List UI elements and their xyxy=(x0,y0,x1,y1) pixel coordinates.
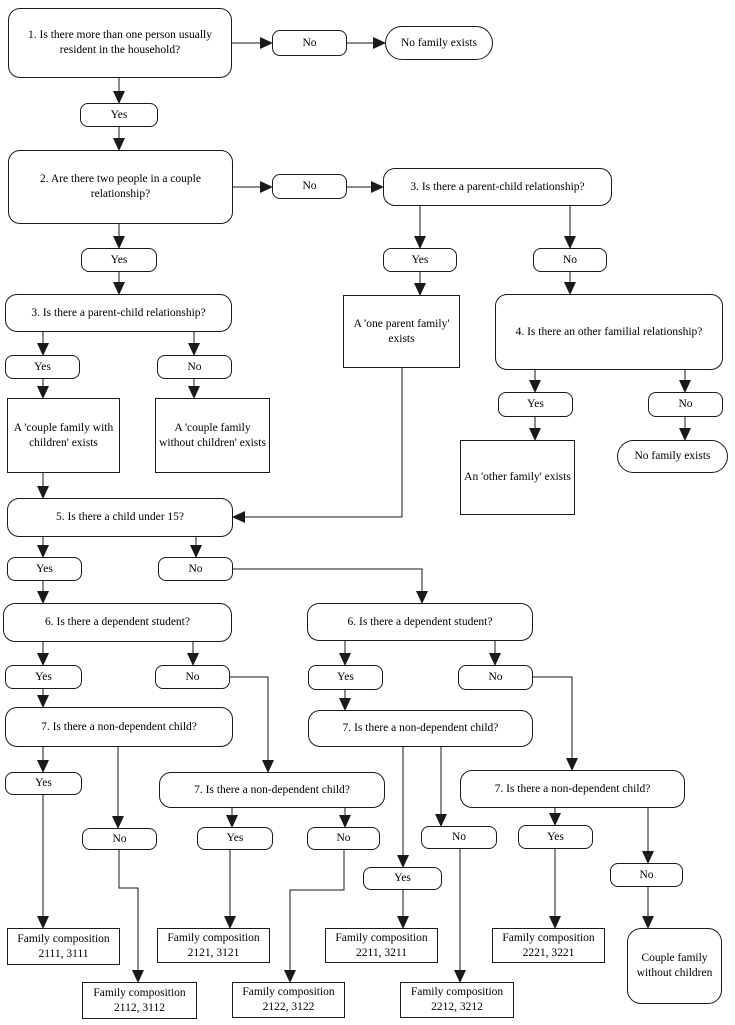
connector-no-fc2122 xyxy=(284,850,345,983)
yes-label-q7-b: Yes xyxy=(197,827,273,850)
yes-label-q7-c: Yes xyxy=(363,867,442,890)
no-label-q7-a: No xyxy=(82,828,157,850)
question-3-right-box: 3. Is there a parent-child relationship? xyxy=(383,168,612,206)
no-label-q3-right: No xyxy=(533,248,607,272)
one-parent-family-box: A 'one parent family' exists xyxy=(343,295,460,368)
no-label-q7-d: No xyxy=(610,863,683,887)
question-2-box: 2. Are there two people in a couple rela… xyxy=(8,150,233,224)
no-label-q2: No xyxy=(272,174,347,199)
question-6-left-box: 6. Is there a dependent student? xyxy=(3,603,232,642)
no-label-q4: No xyxy=(648,392,723,417)
no-family-exists-top: No family exists xyxy=(385,26,493,60)
yes-label-q7-a: Yes xyxy=(5,772,82,795)
family-composition-2121-box: Family composition 2121, 3121 xyxy=(157,928,270,963)
question-1-box: 1. Is there more than one person usually… xyxy=(8,8,232,78)
no-family-exists-right: No family exists xyxy=(617,440,728,473)
yes-label-q6-left: Yes xyxy=(5,665,82,689)
question-7-a-box: 7. Is there a non-dependent child? xyxy=(5,707,233,747)
connector-no-fc2112 xyxy=(118,850,144,983)
family-composition-2111-box: Family composition 2111, 3111 xyxy=(7,928,120,965)
question-7-b-box: 7. Is there a non-dependent child? xyxy=(159,772,385,808)
family-composition-2212-box: Family composition 2212, 3212 xyxy=(400,982,514,1018)
no-label-q6-right: No xyxy=(458,665,533,690)
yes-label-q7-d: Yes xyxy=(518,825,593,849)
family-composition-2211-box: Family composition 2211, 3211 xyxy=(325,928,438,963)
yes-label-q4: Yes xyxy=(498,392,573,417)
yes-label-q1: Yes xyxy=(80,103,158,127)
no-label-q3-left: No xyxy=(157,355,232,379)
couple-family-without-children-outcome-box: Couple family without children xyxy=(627,928,722,1004)
no-label-q5: No xyxy=(158,557,233,581)
connector-no-q7d xyxy=(533,676,578,771)
yes-label-q3-right: Yes xyxy=(383,248,457,272)
no-label-q7-c: No xyxy=(421,826,497,849)
couple-family-without-children-box: A 'couple family without children' exist… xyxy=(155,398,270,473)
other-family-box: An 'other family' exists xyxy=(460,440,575,515)
connector-oneparent-q5 xyxy=(232,368,403,523)
no-label-q7-b: No xyxy=(307,827,380,850)
question-4-box: 4. Is there an other familial relationsh… xyxy=(495,294,723,370)
family-composition-2221-box: Family composition 2221, 3221 xyxy=(492,928,605,963)
connector-no-q7b xyxy=(230,676,274,773)
yes-label-q5: Yes xyxy=(7,557,82,581)
family-composition-2112-box: Family composition 2112, 3112 xyxy=(82,982,197,1019)
couple-family-with-children-box: A 'couple family with children' exists xyxy=(7,398,120,473)
yes-label-q3-left: Yes xyxy=(5,355,80,379)
no-label-q1: No xyxy=(272,30,347,56)
question-7-d-box: 7. Is there a non-dependent child? xyxy=(460,770,685,808)
question-3-left-box: 3. Is there a parent-child relationship? xyxy=(5,294,232,332)
yes-label-q6-right: Yes xyxy=(308,665,383,690)
family-composition-2122-box: Family composition 2122, 3122 xyxy=(232,982,345,1018)
connector-no-q6right xyxy=(233,568,428,604)
question-7-c-box: 7. Is there a non-dependent child? xyxy=(308,710,533,747)
yes-label-q2: Yes xyxy=(81,248,157,272)
question-6-right-box: 6. Is there a dependent student? xyxy=(307,603,533,641)
no-label-q6-left: No xyxy=(155,665,230,689)
question-5-box: 5. Is there a child under 15? xyxy=(7,498,233,537)
